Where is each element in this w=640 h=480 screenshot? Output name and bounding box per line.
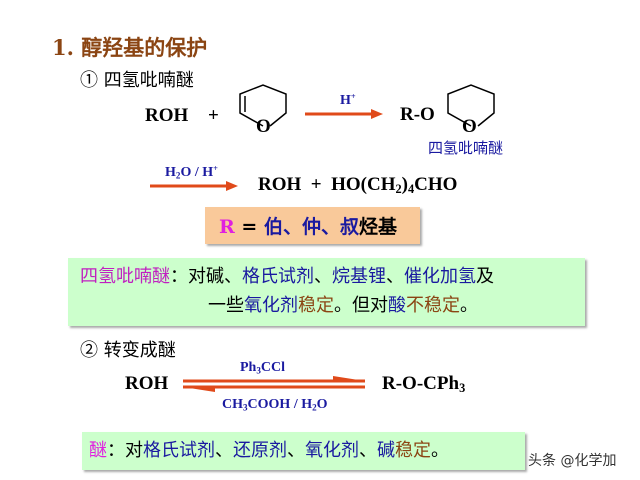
text-segment: 。 <box>431 440 449 461</box>
deprotection-products: ROH + HO(CH2)4CHO <box>258 174 458 197</box>
text-segment: 、 <box>215 440 233 461</box>
section2-heading: ② 转变成醚 <box>80 340 176 361</box>
arrow-right-icon <box>305 109 383 119</box>
note-line: 醚：对格氏试剂、还原剂、氧化剂、碱稳定。 <box>89 436 449 466</box>
text-segment: 一些 <box>208 295 244 316</box>
text-segment: 。 <box>460 295 478 316</box>
text-segment: 烃基 <box>358 216 397 238</box>
text-segment: ：对碱、 <box>170 266 242 287</box>
text-segment: 还原剂 <box>233 440 287 461</box>
text-segment: 格氏试剂 <box>242 266 314 287</box>
dihydropyran-structure <box>239 84 287 127</box>
deprotection-reagent: H2O / H+ <box>165 164 218 181</box>
thp-stability-note: 四氢吡喃醚：对碱、格氏试剂、烷基锂、催化加氢及 一些氧化剂稳定。但对酸不稳定。 <box>68 258 585 326</box>
section1-heading: ① 四氢吡喃醚 <box>80 70 194 91</box>
r-definition-box: R = 伯、仲、叔烃基 <box>205 207 420 244</box>
text-segment: = <box>234 216 264 238</box>
text-segment: 格氏试剂 <box>143 440 215 461</box>
trityl-reactant: ROH <box>125 373 169 394</box>
ring-oxygen-product: O <box>462 116 477 137</box>
thp-ring-structure <box>447 84 495 127</box>
text-segment: 烷基锂 <box>332 266 386 287</box>
text-segment: 醚 <box>89 440 107 461</box>
slide-title: 1. 醇羟基的保护 <box>52 35 208 60</box>
text-segment: 。但对 <box>334 295 388 316</box>
ether-stability-note: 醚：对格氏试剂、还原剂、氧化剂、碱稳定。 <box>82 432 525 470</box>
note-line-2: 一些氧化剂稳定。但对酸不稳定。 <box>208 291 478 321</box>
reagent-acid: H+ <box>340 92 356 109</box>
arrow-right-icon <box>150 181 238 191</box>
text-segment: 、 <box>314 266 332 287</box>
text-segment: 四氢吡喃醚 <box>80 266 170 287</box>
text-segment: 酸 <box>388 295 406 316</box>
product-prefix: R-O <box>400 104 435 125</box>
text-segment: 、 <box>359 440 377 461</box>
product-label: 四氢吡喃醚 <box>428 139 504 157</box>
text-segment: 氧化剂 <box>305 440 359 461</box>
plus-sign: + <box>208 105 219 126</box>
text-segment: 氧化剂 <box>244 295 298 316</box>
trityl-ether-product: R-O-CPh3 <box>382 373 466 396</box>
text-segment: 、 <box>287 440 305 461</box>
text-segment: 稳定 <box>298 295 334 316</box>
text-segment: ：对 <box>107 440 143 461</box>
equilibrium-arrows-icon <box>183 376 365 392</box>
text-segment: 伯、仲、叔 <box>263 216 359 238</box>
note-line-1: 四氢吡喃醚：对碱、格氏试剂、烷基锂、催化加氢及 <box>80 262 494 292</box>
text-segment: 稳定 <box>395 440 431 461</box>
text-segment: R <box>219 216 235 238</box>
reactant-roh: ROH <box>145 105 189 126</box>
watermark: 头条 @化学加 <box>528 453 617 469</box>
r-definition: R = 伯、仲、叔烃基 <box>219 212 397 239</box>
text-segment: 及 <box>476 266 494 287</box>
trityl-reagent: Ph3CCl <box>240 360 286 376</box>
text-segment: 催化加氢 <box>404 266 476 287</box>
text-segment: 、 <box>386 266 404 287</box>
text-segment: 碱 <box>377 440 395 461</box>
text-segment: 不稳定 <box>406 295 460 316</box>
detritylation-reagent: CH3COOH / H2O <box>222 397 328 413</box>
ring-oxygen: O <box>256 116 271 137</box>
